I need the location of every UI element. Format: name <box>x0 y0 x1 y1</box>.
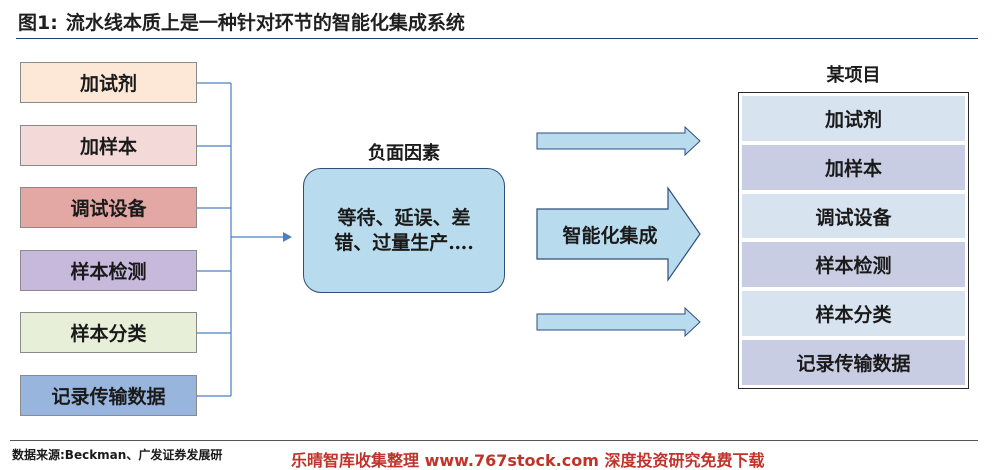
left-step-label: 加样本 <box>79 136 137 158</box>
figure-number: 图1: <box>18 12 58 34</box>
source-rule <box>10 440 978 441</box>
negative-factors-text: 等待、延误、差错、过量生产…. <box>334 206 474 254</box>
project-item-label: 调试设备 <box>815 206 892 229</box>
project-item-label: 样本分类 <box>815 304 892 327</box>
project-item-label: 样本检测 <box>815 255 892 278</box>
project-item: 记录传输数据 <box>742 340 965 385</box>
left-step-label: 加试剂 <box>79 73 137 95</box>
negative-factors-box: 等待、延误、差错、过量生产…. <box>303 168 505 293</box>
connector-arrowhead <box>283 232 292 242</box>
project-item: 调试设备 <box>742 193 965 239</box>
integration-arrow-label: 智能化集成 <box>562 224 658 247</box>
integration-arrow <box>536 186 701 282</box>
project-panel: 加试剂 加样本 调试设备 样本检测 样本分类 记录传输数据 <box>738 92 969 389</box>
left-step-box: 样本分类 <box>20 312 197 353</box>
lower-arrow <box>536 306 701 338</box>
left-step-box: 调试设备 <box>20 187 197 228</box>
negative-factors-heading: 负面因素 <box>368 143 440 164</box>
project-item: 样本检测 <box>742 242 965 288</box>
left-step-label: 样本分类 <box>70 323 147 345</box>
data-source: 数据来源:Beckman、广发证券发展研 <box>12 448 223 462</box>
project-item: 加试剂 <box>742 96 965 141</box>
project-item-label: 加试剂 <box>824 108 882 131</box>
project-heading: 某项目 <box>826 65 881 86</box>
title-rule <box>16 38 978 39</box>
upper-arrow <box>536 125 701 157</box>
project-item: 样本分类 <box>742 291 965 337</box>
project-item-label: 记录传输数据 <box>796 353 911 376</box>
left-step-label: 调试设备 <box>70 198 147 220</box>
left-step-label: 记录传输数据 <box>51 386 166 408</box>
left-step-box: 样本检测 <box>20 250 197 291</box>
figure-title-text: 流水线本质上是一种针对环节的智能化集成系统 <box>65 12 465 34</box>
left-step-box: 加试剂 <box>20 62 197 103</box>
left-step-label: 样本检测 <box>70 261 147 283</box>
left-step-box: 加样本 <box>20 125 197 166</box>
project-item-label: 加样本 <box>824 157 882 180</box>
project-item: 加样本 <box>742 144 965 190</box>
left-step-box: 记录传输数据 <box>20 375 197 416</box>
figure-title: 图1: 流水线本质上是一种针对环节的智能化集成系统 <box>18 8 465 34</box>
watermark: 乐晴智库收集整理 www.767stock.com 深度投资研究免费下载 <box>287 447 769 470</box>
